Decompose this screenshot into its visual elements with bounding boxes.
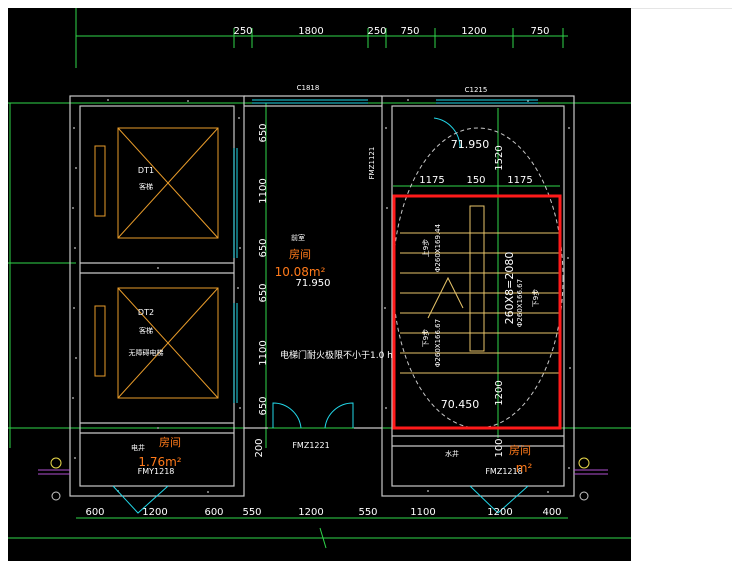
shaft-left-area: 1.76m² <box>138 455 181 469</box>
bottom-dim-5: 1200 <box>298 507 323 518</box>
doors <box>112 117 529 514</box>
top-dim-6: 750 <box>530 26 549 37</box>
stair-outline <box>392 127 564 429</box>
side-dim-6: 650 <box>258 396 269 415</box>
elevator-2-sublabel: 无障碍电梯 <box>129 348 164 357</box>
door-label-fmz-center: FMZ1221 <box>292 441 329 450</box>
lobby-title: 前室 <box>291 233 305 242</box>
stair-highlight-box <box>392 194 562 430</box>
lobby-area: 10.08m² <box>275 265 326 279</box>
stair-bottom-elevation: 70.450 <box>441 398 480 411</box>
shaft-right-name: 房间 <box>509 444 531 457</box>
door-label-fmz-right: FMZ1218 <box>485 467 522 476</box>
bottom-dim-2: 1200 <box>142 507 167 518</box>
stair-run-label: 260X8=2080 <box>503 252 516 325</box>
bottom-dim-7: 1100 <box>410 507 435 518</box>
top-dim-2: 1800 <box>298 26 323 37</box>
shaft-right-title: 水井 <box>445 449 459 458</box>
bottom-dim-3: 600 <box>204 507 223 518</box>
stair-dim-3: 1175 <box>507 175 532 186</box>
stair-dim-1: 1175 <box>419 175 444 186</box>
blank-side-panel <box>631 8 732 562</box>
shaft-left-name: 房间 <box>159 436 181 449</box>
stair-down-label: 下9步 <box>422 329 430 347</box>
stair-left-dim: Φ260X169.44 <box>434 223 442 272</box>
top-dim-5: 1200 <box>461 26 486 37</box>
side-dim-3: 650 <box>258 238 269 257</box>
side-dim-2: 1100 <box>258 178 269 203</box>
bottom-dim-4: 550 <box>242 507 261 518</box>
stair-up-label: 上9步 <box>421 239 430 257</box>
floor-plan: 250 1800 250 750 1200 750 600 1200 600 5… <box>8 8 631 549</box>
bottom-dim-1: 600 <box>85 507 104 518</box>
stair-side-dim-2: 1200 <box>494 380 505 405</box>
stair-top-elevation: 71.950 <box>451 138 490 151</box>
bottom-dim-8: 1200 <box>487 507 512 518</box>
cad-drawing-canvas: 250 1800 250 750 1200 750 600 1200 600 5… <box>8 8 631 561</box>
bottom-dim-9: 400 <box>542 507 561 518</box>
shaft-bolts <box>51 491 589 501</box>
lobby-name: 房间 <box>289 248 311 261</box>
window-label-right: C1215 <box>465 86 488 94</box>
side-dim-1: 650 <box>258 123 269 142</box>
stair-side-dim-3: 100 <box>494 438 505 457</box>
stair-left-dim-2: Φ260X166.67 <box>434 319 442 367</box>
top-dim-1: 250 <box>233 26 252 37</box>
stair-dim-2: 150 <box>466 175 485 186</box>
windows <box>233 99 538 403</box>
elevator-equipment <box>94 127 219 399</box>
window-label-left: C1818 <box>297 84 320 92</box>
door-label-fmz-vertical: FMZ1121 <box>368 147 376 180</box>
top-dim-4: 750 <box>400 26 419 37</box>
shaft-pipes <box>38 469 608 475</box>
stair-side-dim-1: 1520 <box>494 145 505 170</box>
shaft-markers <box>50 457 590 469</box>
elevator-2-label: 客梯 <box>139 326 153 335</box>
elevator-door-note: 电梯门耐火极限不小于1.0 h <box>280 349 393 361</box>
stair-down-label-2: 下9步 <box>532 289 540 307</box>
stair-right-dim: Φ260X166.67 <box>516 279 524 327</box>
bottom-dim-6: 550 <box>358 507 377 518</box>
stair-treads <box>400 205 560 374</box>
door-label-fmy-left: FMY1218 <box>138 467 175 476</box>
elevator-1-label: 客梯 <box>139 182 153 191</box>
lobby-elevation: 71.950 <box>296 278 331 289</box>
shaft-left-title: 电井 <box>131 443 145 452</box>
shaft-right-area: m² <box>516 461 533 475</box>
side-dim-7: 200 <box>254 438 265 457</box>
elevator-2-code: DT2 <box>138 308 154 317</box>
side-dim-4: 650 <box>258 283 269 302</box>
elevator-1-code: DT1 <box>138 166 154 175</box>
side-dim-5: 1100 <box>258 340 269 365</box>
top-dim-3: 250 <box>367 26 386 37</box>
